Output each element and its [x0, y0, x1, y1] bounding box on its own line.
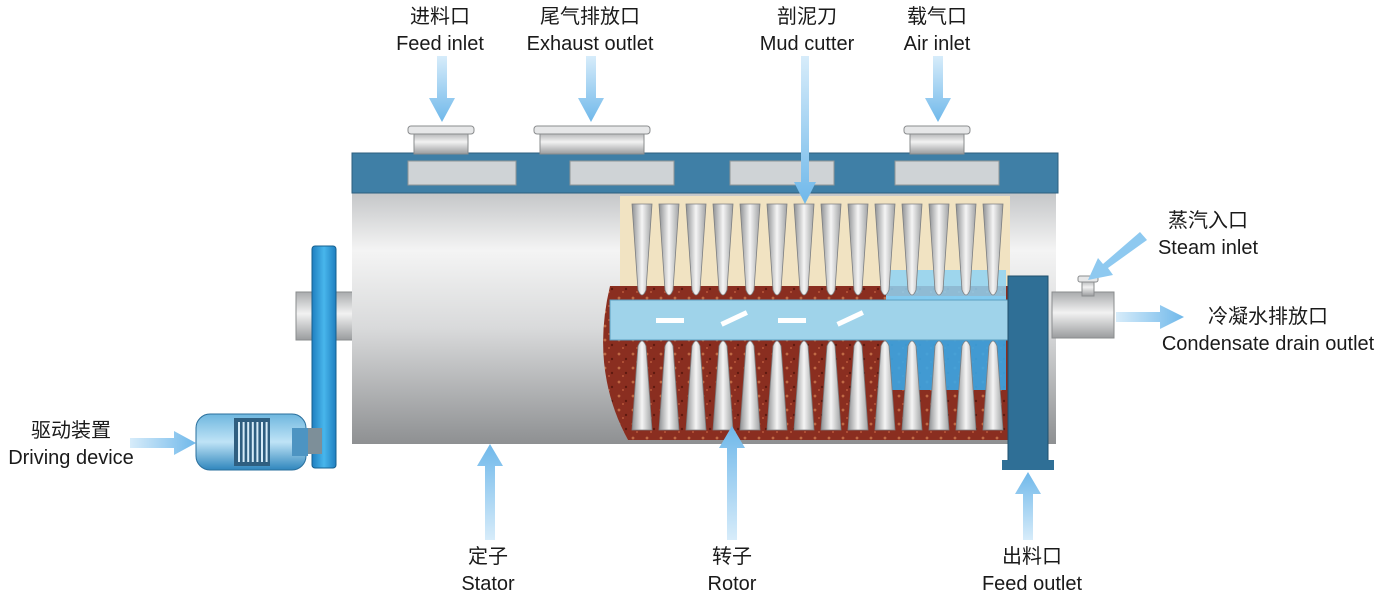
label-stator-zh: 定子 [468, 544, 508, 568]
rotor-blade-lower [793, 340, 815, 431]
drive-assembly [195, 245, 359, 471]
dryer-body [351, 125, 1115, 470]
rotor-blade-upper [793, 203, 815, 296]
label-steam-inlet-zh: 蒸汽入口 [1168, 208, 1248, 232]
label-rotor: 转子 Rotor [690, 542, 774, 598]
label-air-inlet: 载气口 Air inlet [888, 2, 986, 58]
label-feed-outlet-en: Feed outlet [981, 573, 1083, 595]
motor-fin [242, 422, 245, 462]
motor-fin [247, 422, 250, 462]
rotor-blade-lower [739, 340, 761, 431]
rotor-blade-lower [631, 340, 653, 431]
label-rotor-zh: 转子 [712, 544, 752, 568]
air-inlet-nozzle [903, 125, 971, 155]
label-feed-inlet-zh: 进料口 [410, 4, 470, 28]
rotor-blade-lower [928, 340, 950, 431]
rotor-blade-upper [820, 203, 842, 296]
label-air-inlet-zh: 载气口 [907, 4, 967, 28]
rotor-blade-lower [820, 340, 842, 431]
motor-fin [251, 422, 254, 462]
label-driving-device-en: Driving device [8, 447, 134, 469]
rotor-blade-lower [712, 340, 734, 431]
label-exhaust-outlet: 尾气排放口 Exhaust outlet [508, 2, 672, 58]
arrows [130, 56, 1184, 540]
label-mud-cutter: 剖泥刀 Mud cutter [744, 2, 870, 58]
label-driving-device-zh: 驱动装置 [31, 418, 111, 442]
rotor-blade-upper [739, 203, 761, 296]
label-condensate-drain-zh: 冷凝水排放口 [1208, 304, 1328, 328]
motor-fin [238, 422, 240, 462]
label-driving-device: 驱动装置 Driving device [0, 416, 142, 472]
label-feed-outlet-zh: 出料口 [1002, 544, 1062, 568]
rotor-blade-lower [901, 340, 923, 431]
label-mud-cutter-zh: 剖泥刀 [777, 4, 837, 28]
rotor-blade-lower [955, 340, 977, 431]
label-rotor-en: Rotor [707, 573, 757, 595]
label-mud-cutter-en: Mud cutter [759, 33, 855, 55]
steam-condensate-end [1002, 275, 1115, 470]
motor-fin [261, 422, 263, 462]
motor-icon [195, 413, 308, 471]
cutaway-interior [603, 196, 1011, 440]
exhaust-outlet-nozzle [533, 125, 651, 155]
rotor-blade-lower [766, 340, 788, 431]
motor-fin [265, 422, 268, 462]
label-condensate-drain: 冷凝水排放口 Condensate drain outlet [1142, 302, 1394, 358]
rotor-blade-lower [658, 340, 680, 431]
label-steam-inlet: 蒸汽入口 Steam inlet [1140, 206, 1276, 262]
rotor-blade-upper [847, 203, 869, 296]
label-feed-outlet: 出料口 Feed outlet [966, 542, 1098, 598]
rotor-blade-upper [712, 203, 734, 296]
rotor-blade-upper [766, 203, 788, 296]
rotor-blade-upper [901, 203, 923, 296]
rotor-blade-upper [928, 203, 950, 296]
rotor-blade-upper [982, 203, 1004, 296]
rotor-blade-lower [982, 340, 1004, 431]
rotor-blade-upper [874, 203, 896, 296]
label-steam-inlet-en: Steam inlet [1157, 237, 1259, 259]
label-air-inlet-en: Air inlet [903, 33, 971, 55]
label-feed-inlet: 进料口 Feed inlet [384, 2, 496, 58]
label-feed-inlet-en: Feed inlet [396, 33, 484, 55]
label-condensate-drain-en: Condensate drain outlet [1161, 333, 1375, 355]
label-exhaust-outlet-en: Exhaust outlet [526, 33, 654, 55]
label-stator-en: Stator [461, 573, 515, 595]
rotor-blade-upper [658, 203, 680, 296]
rotor-blade-lower [874, 340, 896, 431]
feed-inlet-nozzle [407, 125, 475, 155]
rotor-blade-upper [685, 203, 707, 296]
motor-fin [256, 422, 259, 462]
label-exhaust-outlet-zh: 尾气排放口 [540, 4, 640, 28]
rotor-blade-upper [631, 203, 653, 296]
rotor-blade-lower [847, 340, 869, 431]
rotor-blade-lower [685, 340, 707, 431]
label-stator: 定子 Stator [446, 542, 530, 598]
rotor-blade-upper [955, 203, 977, 296]
